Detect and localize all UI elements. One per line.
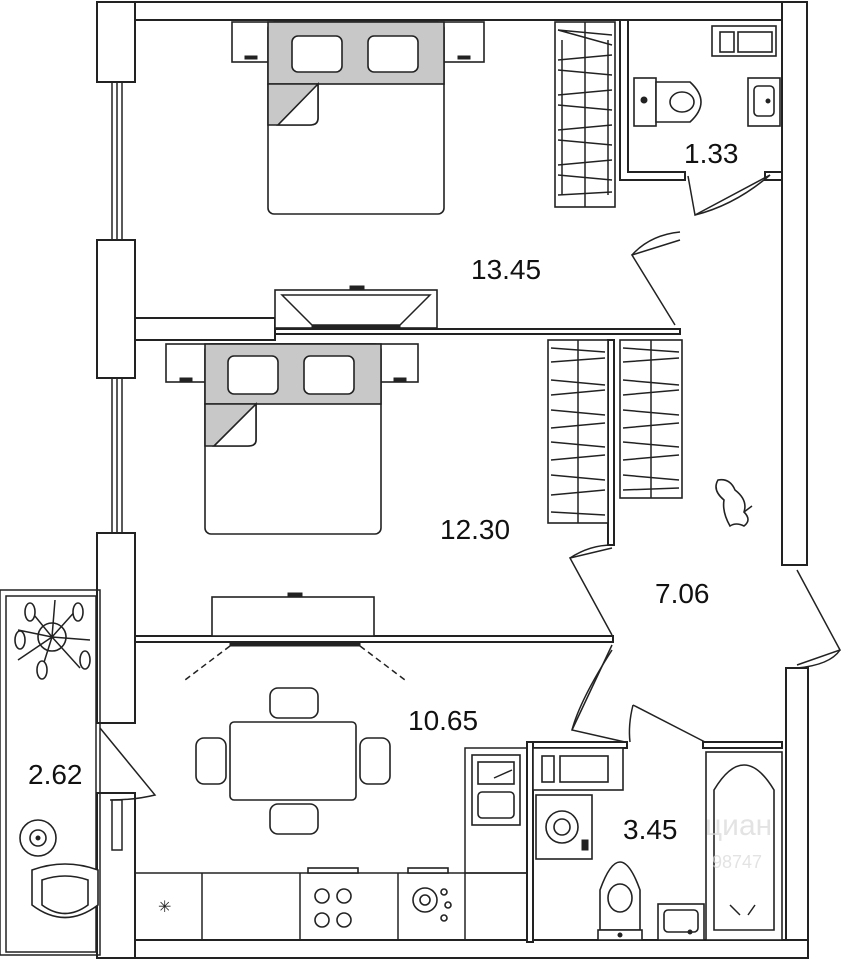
kitchen-sink-icon (471, 754, 521, 826)
watermark: циан 98747 (705, 809, 772, 872)
watermark-id: 98747 (712, 852, 762, 872)
area-label-kitchen-living: 10.65 (408, 705, 478, 736)
armchair-icon (31, 863, 99, 919)
double-bed-icon (231, 21, 485, 215)
bedroom-1 (231, 21, 616, 329)
area-label-balcony: 2.62 (28, 759, 83, 790)
tv-stand-icon-2 (211, 592, 375, 637)
cabinet-icon (711, 25, 777, 57)
bedroom-2 (165, 339, 683, 637)
area-labels: 13.45 1.33 12.30 7.06 10.65 2.62 3.45 (28, 138, 739, 845)
fridge-icon: ✳ (158, 897, 171, 916)
toilet-icon (633, 77, 702, 127)
area-label-bedroom-1: 13.45 (471, 254, 541, 285)
cat-icon (715, 478, 753, 528)
dining-table-icon (195, 687, 391, 835)
side-table-icon (19, 819, 57, 857)
bathtub-icon (705, 751, 783, 941)
window-bedroom-2 (111, 377, 123, 534)
wardrobe-icon (554, 21, 616, 208)
window-bedroom-1 (111, 81, 123, 241)
stove-icon (307, 867, 359, 928)
washing-machine-icon (535, 794, 593, 860)
svg-text:✳: ✳ (158, 897, 171, 916)
hob-icon (407, 867, 452, 922)
bathroom-sink-icon (657, 903, 705, 941)
plant-icon (14, 599, 91, 680)
tv-light-icon (184, 641, 406, 681)
area-label-hallway: 7.06 (655, 578, 710, 609)
doors (568, 174, 842, 743)
watermark-logo: циан (705, 809, 772, 842)
bathroom-cabinet-icon (532, 747, 624, 791)
double-bed-icon-2 (165, 343, 419, 535)
kitchen-living: ✳ (158, 641, 521, 928)
wc-room (633, 25, 781, 127)
area-label-bedroom-2: 12.30 (440, 514, 510, 545)
internal-walls (134, 19, 783, 943)
wardrobe-icon-2 (547, 339, 609, 524)
sink-icon (747, 77, 781, 127)
hallway (715, 478, 753, 528)
balcony (0, 589, 157, 956)
outer-walls (96, 1, 809, 959)
bathroom (532, 747, 783, 941)
area-label-wc: 1.33 (684, 138, 739, 169)
bathroom-toilet-icon (597, 861, 643, 941)
wardrobe-icon-3 (619, 339, 683, 499)
area-label-bathroom: 3.45 (623, 814, 678, 845)
tv-stand-icon (274, 285, 438, 329)
